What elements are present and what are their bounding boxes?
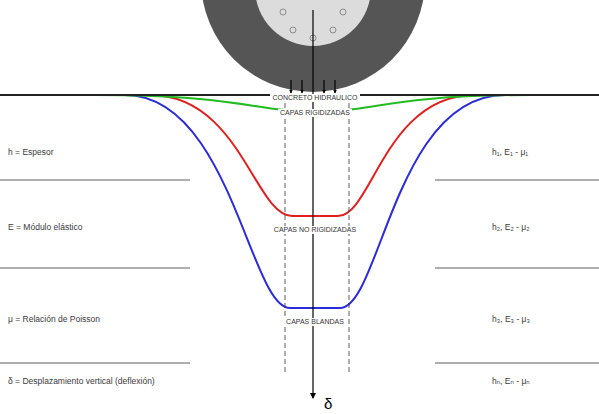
layer-parameters: h₁, E₁ - μ₁ <box>492 148 528 157</box>
parameter-legend: μ = Relación de Poisson <box>8 315 100 324</box>
layer-parameters: h₃, E₃ - μ₃ <box>492 315 530 324</box>
soft-layer-curve <box>125 95 505 308</box>
parameter-legend: E = Módulo elástico <box>8 223 82 232</box>
layer-parameters: h₂, E₂ - μ₂ <box>492 223 529 232</box>
layer-name: CONCRETO HIDRAULICO <box>270 94 359 102</box>
layer-parameters: hₙ, Eₙ - μₙ <box>492 377 530 386</box>
layer-lines <box>0 180 599 363</box>
layer-name: CAPAS NO RIGIDIZADAS <box>272 226 358 234</box>
layer-name: CAPAS RIGIDIZADAS <box>278 109 352 117</box>
layer-name: CAPAS BLANDAS <box>284 318 346 326</box>
parameter-legend: h = Espesor <box>8 148 54 157</box>
deflection-symbol: δ <box>324 396 332 413</box>
deflection-axis-arrow <box>312 10 313 398</box>
parameter-legend: δ = Desplazamiento vertical (deflexión) <box>8 377 155 386</box>
